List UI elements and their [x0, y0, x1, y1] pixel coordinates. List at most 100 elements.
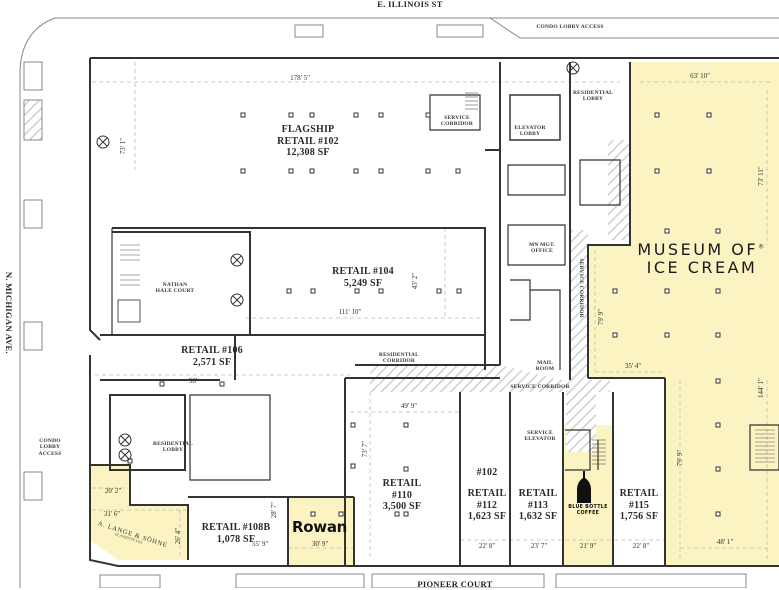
label-line: ACCESS [38, 450, 62, 457]
label-line: CORRIDOR [382, 358, 416, 365]
dim-retail-108b-depth: 28' 7" [269, 501, 278, 519]
space-title: RETAIL [467, 488, 507, 499]
blue-bottle-logo-icon [577, 471, 591, 503]
space-sf: 5,249 SF [343, 277, 383, 289]
space-sf: 1,756 SF [619, 511, 659, 522]
room-nathan-hale-court: NATHAN HALE COURT [150, 282, 200, 295]
space-title: RETAIL #102 [277, 135, 339, 147]
space-title: #110 [391, 489, 413, 501]
dim-retail-115-width: 22' 8" [632, 542, 650, 550]
room-mail-room: MAIL ROOM [530, 360, 560, 373]
leased-spaces [90, 62, 779, 565]
dim-museum-right-upper: 73' 11" [756, 166, 765, 186]
dim-museum-lower-left: 79' 9" [675, 449, 684, 467]
dim-flagship-depth: 73' 1" [118, 137, 127, 155]
street-label-north: E. ILLINOIS ST [377, 0, 443, 9]
dim-retail-108b-width: 55' 9" [251, 540, 269, 548]
dimension-lines [92, 62, 770, 560]
space-title: RETAIL #106 [181, 345, 243, 356]
room-service-corridor-north: SERVICE CORRIDOR [432, 115, 482, 128]
museum-ice-cream-space [588, 62, 779, 565]
dim-retail-113-width: 23' 7" [530, 542, 548, 550]
space-sf: 3,500 SF [382, 501, 422, 512]
sidewalk-outlines [19, 17, 779, 588]
room-elevator-lobby: ELEVATOR LOBBY [505, 125, 555, 138]
space-retail-112-tag: #102 [476, 467, 498, 478]
room-residential-corridor: RESIDENTIAL CORRIDOR [374, 352, 424, 365]
brand-line: MUSEUM OF [637, 240, 759, 259]
label-line: LOBBY [162, 447, 184, 454]
space-title: RETAIL #108B [201, 522, 271, 533]
label-line: LOBBY [519, 131, 541, 138]
brand-blue-bottle[interactable]: BLUE BOTTLE COFFEE [563, 505, 613, 517]
space-retail-106[interactable]: RETAIL #106 2,571 SF [172, 345, 252, 368]
space-retail-108b[interactable]: RETAIL #108B 1,078 SF [196, 522, 276, 545]
space-sf: 12,308 SF [286, 147, 330, 158]
elevator-symbols [96, 61, 580, 462]
space-sf: 1,632 SF [518, 511, 558, 522]
dim-museum-right-lower: 144' 1" [756, 378, 765, 398]
brand-rowan[interactable]: Rowan [292, 518, 348, 536]
room-residential-lobby-north: RESIDENTIAL LOBBY [568, 90, 618, 103]
rowan-space [288, 497, 354, 565]
label-line: NATHAN [162, 282, 188, 288]
dim-retail-110-depth: 73' 7" [360, 440, 369, 458]
room-service-corridor-south: SERVICE CORRIDOR [510, 384, 570, 390]
label-line: OFFICE [531, 248, 553, 255]
lange-space [90, 465, 188, 560]
label-line: CORRIDOR [440, 121, 474, 128]
columns [127, 112, 721, 517]
label-line: ELEVATOR [524, 436, 556, 443]
condo-lobby-access-north: CONDO LOBBY ACCESS [536, 24, 604, 30]
label-line: HALE COURT [155, 288, 195, 295]
space-sf: 1,078 SF [216, 533, 256, 545]
label-line: MAIL [537, 360, 553, 366]
brand-line: ICE CREAM [646, 258, 758, 278]
space-title: RETAIL #104 [332, 266, 394, 277]
registered-mark: ® [758, 243, 767, 251]
dim-museum-top: 63' 10" [690, 72, 710, 80]
space-sf: 2,571 SF [192, 356, 232, 368]
brand-line: COFFEE [576, 510, 600, 516]
dim-lange-a: 20' 2" [104, 487, 122, 495]
space-title: #113 [527, 499, 549, 511]
space-retail-113[interactable]: RETAIL #113 1,632 SF [513, 488, 563, 523]
dim-retail-112-width: 22' 8" [478, 542, 496, 550]
space-retail-110[interactable]: RETAIL #110 3,500 SF [372, 478, 432, 513]
dim-retail-106-width: 98' [188, 377, 198, 385]
dim-retail-104-depth: 43' 2" [410, 272, 419, 290]
label-line: MN MGT. [528, 242, 556, 248]
room-service-corridor-vertical: SERVICE CORRIDOR [578, 258, 585, 318]
label-line: SERVICE [444, 115, 470, 121]
dim-rowan-width: 30' 9" [311, 540, 329, 548]
dim-retail-110-width: 49' 9" [400, 402, 418, 410]
space-retail-104[interactable]: RETAIL #104 5,249 SF [318, 266, 408, 289]
space-flagship-102[interactable]: FLAGSHIP RETAIL #102 12,308 SF [268, 124, 348, 159]
space-retail-112[interactable]: RETAIL #112 1,623 SF [462, 488, 512, 523]
space-title: RETAIL [518, 488, 558, 499]
label-line: RESIDENTIAL [378, 352, 420, 358]
label-line: SERVICE [527, 430, 553, 436]
street-label-west: N. MICHIGAN AVE. [3, 271, 14, 354]
label-line: LOBBY [39, 444, 61, 451]
label-line: ELEVATOR [514, 125, 546, 131]
label-line: LOBBY [582, 96, 604, 103]
label-line: CONDO [39, 438, 61, 444]
dim-lange-b: 31' 6" [103, 510, 121, 518]
dim-retail-104-width: 111' 10" [338, 308, 362, 316]
space-retail-115[interactable]: RETAIL #115 1,756 SF [614, 488, 664, 523]
space-title: FLAGSHIP [281, 124, 335, 135]
brand-line: BLUE BOTTLE [568, 505, 608, 510]
stairs [117, 92, 775, 465]
brand-museum-of-ice-cream[interactable]: MUSEUM OF® ICE CREAM [632, 240, 772, 278]
walls [89, 57, 779, 567]
room-residential-lobby-south: RESIDENTIAL LOBBY [148, 441, 198, 454]
space-title: RETAIL [619, 488, 659, 499]
space-title: #115 [628, 499, 650, 511]
label-line: ROOM [535, 366, 555, 373]
dim-lange-c: 26' 4" [173, 527, 182, 545]
dim-blue-bottle-width: 21' 9" [579, 542, 597, 550]
street-label-south: PIONEER COURT [417, 579, 493, 589]
dim-flagship-width: 178' 5" [290, 74, 310, 82]
